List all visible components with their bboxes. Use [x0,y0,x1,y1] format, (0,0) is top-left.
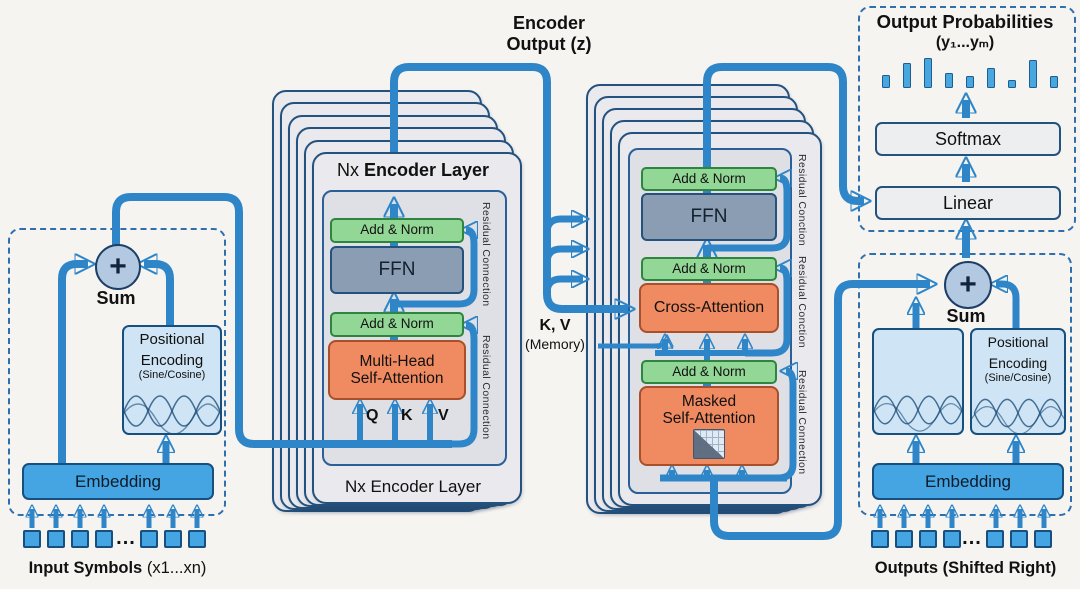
wire-kv-branch-1 [543,219,583,234]
sine-wave-icon [874,395,962,432]
encoder-add-norm-1: Add & Norm [330,312,464,337]
encoder-title-bold: Encoder Layer [363,160,490,180]
token-square [943,530,961,548]
token-square [71,530,89,548]
probability-bar [1050,76,1058,88]
v-label: V [438,407,449,424]
decoder-residual-label-1: Residual Conction [796,153,808,246]
probability-bar [987,68,995,88]
input-symbols-caption: Input Symbols (x1...xn) [28,559,207,577]
attention-mask-icon [693,429,725,460]
encoder-multi-head-self-attention: Multi-Head Self-Attention [328,340,466,400]
encoder-title-prefix: Nx [336,160,364,180]
token-square [23,530,41,548]
probability-bars [878,54,1062,88]
token-square [1034,530,1052,548]
wire-kv-branch-3 [543,279,583,294]
token-square [871,530,889,548]
token-square [188,530,206,548]
output-dots: ... [962,527,982,549]
sum-node-left: + [95,244,141,290]
token-square [164,530,182,548]
input-symbol-squares-2 [140,530,206,548]
decoder-residual-label-2: Residual Conction [796,255,808,348]
sine-wave-icon [972,398,1064,433]
positional-encoding-right: Positional Encoding (Sine/Cosine) [970,328,1066,435]
softmax-box: Softmax [875,122,1061,156]
linear-box: Linear [875,186,1061,220]
encoder-bottom-label: Nx Encoder Layer [344,477,482,496]
probability-bar [966,76,974,88]
embedding-left: Embedding [22,463,214,500]
q-label: Q [366,407,379,424]
probability-bar [882,75,890,88]
sine-wave-icon [124,395,220,433]
output-symbol-squares-2 [986,530,1052,548]
output-probabilities-subtitle: (y₁...yₘ) [935,34,995,51]
encoder-output-label: Encoder Output (z) [506,13,592,54]
decoder-add-norm-2: Add & Norm [641,257,777,281]
wave-box-right [872,328,964,435]
outputs-caption: Outputs (Shifted Right) [874,559,1057,577]
embedding-right: Embedding [872,463,1064,500]
decoder-add-norm-1: Add & Norm [641,360,777,384]
plus-icon: + [109,250,127,283]
encoder-layer-title: Nx Encoder Layer [322,160,504,181]
decoder-residual-label-3: Residual Connection [796,369,808,475]
probability-bar [1029,60,1037,88]
encoder-residual-label-1: Residual Connection [480,201,492,307]
sum-node-right: + [944,261,992,309]
token-square [47,530,65,548]
decoder-cross-attention: Cross-Attention [639,283,779,333]
kv-label: K, V [539,317,571,334]
sum-label-right: Sum [946,306,986,326]
decoder-ffn: FFN [641,193,777,241]
encoder-add-norm-2: Add & Norm [330,218,464,243]
output-symbol-squares-1 [871,530,961,548]
token-square [919,530,937,548]
decoder-masked-self-attention: Masked Self-Attention [639,386,779,466]
probability-bar [903,63,911,88]
k-label: K [401,407,413,424]
probability-bar [924,58,932,88]
sum-label-left: Sum [96,288,136,308]
token-square [95,530,113,548]
memory-label: (Memory) [525,336,585,352]
plus-icon: + [959,268,977,301]
wire-kv-branch-2 [543,249,583,264]
token-square [1010,530,1028,548]
probability-bar [945,73,953,88]
input-symbol-squares-1 [23,530,113,548]
token-square [895,530,913,548]
probability-bar [1008,80,1016,88]
encoder-ffn: FFN [330,246,464,294]
output-probabilities-title: Output Probabilities [876,11,1054,32]
positional-encoding-left: Positional Encoding (Sine/Cosine) [122,325,222,435]
input-dots: ... [116,527,136,549]
token-square [986,530,1004,548]
token-square [140,530,158,548]
encoder-residual-label-2: Residual Connection [480,334,492,440]
decoder-add-norm-3: Add & Norm [641,167,777,191]
